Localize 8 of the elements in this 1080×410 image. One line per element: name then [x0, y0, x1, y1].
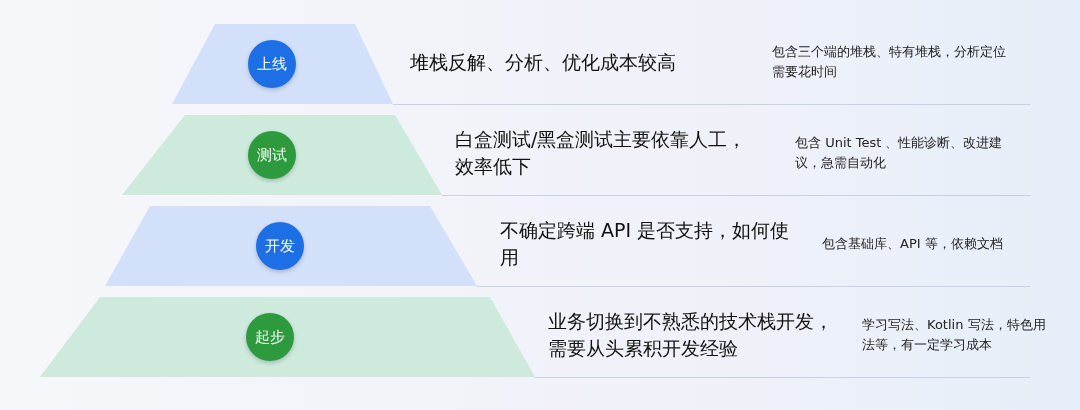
detail-note: 包含三个端的堆栈、特有堆栈，分析定位需要花时间 — [772, 43, 1007, 81]
problem-text: 堆栈反解、分析、优化成本较高 — [410, 49, 677, 75]
detail-note: 包含 Unit Test 、性能诊断、改进建议，急需自动化 — [795, 134, 1004, 172]
detail-note: 包含基础库、API 等，依赖文档 — [822, 235, 1004, 253]
problem-text: 白盒测试/黑盒测试主要依靠人工，效率低下 — [455, 127, 748, 179]
problem-text: 不确定跨端 API 是否支持，如何使用 — [500, 218, 791, 270]
problem-text: 业务切换到不熟悉的技术栈开发，需要从头累积开发经验 — [548, 309, 834, 361]
detail-note: 学习写法、Kotlin 写法，特色用法等，有一定学习成本 — [862, 316, 1047, 354]
